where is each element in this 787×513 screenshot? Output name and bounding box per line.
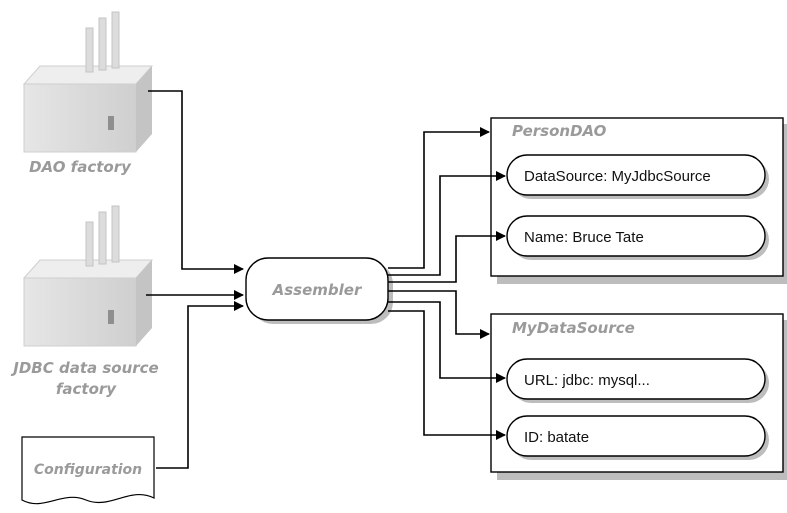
edge-configuration-to-assembler: [156, 301, 244, 469]
persondao-property-datasource: [506, 154, 766, 196]
edge-assembler-to-persondao: [388, 127, 490, 269]
persondao-property-name-label: Name: Bruce Tate: [524, 229, 644, 246]
persondao-property-name: [506, 215, 766, 257]
configuration-label: Configuration: [34, 462, 142, 478]
mydatasource-property-url-label: URL: jdbc: mysql...: [524, 372, 650, 389]
jdbc-factory-label-line2: factory: [56, 380, 117, 398]
edge-assembler-to-id-property: [388, 310, 506, 440]
persondao-property-datasource-label: DataSource: MyJdbcSource: [524, 168, 711, 185]
mydatasource-property-url: [506, 358, 766, 400]
edge-assembler-to-datasource-property: [388, 171, 506, 276]
mydatasource-property-id: [506, 415, 766, 457]
dao-factory-icon: [22, 11, 154, 153]
mydatasource-title: MyDataSource: [512, 319, 635, 337]
configuration-document-icon: [21, 436, 155, 505]
jdbc-factory-icon: [22, 205, 154, 347]
dao-factory-label: DAO factory: [29, 158, 132, 176]
edge-dao-factory-to-assembler: [148, 90, 244, 274]
edge-assembler-to-url-property: [388, 301, 506, 383]
edge-assembler-to-mydatasource: [388, 290, 490, 339]
assembler-node: [245, 257, 389, 321]
mydatasource-property-id-label: ID: batate: [524, 429, 589, 446]
edge-assembler-to-name-property: [388, 231, 506, 283]
jdbc-factory-label-line1: JDBC data source: [10, 359, 158, 377]
assembler-label: Assembler: [272, 281, 363, 299]
persondao-title: PersonDAO: [512, 122, 607, 140]
